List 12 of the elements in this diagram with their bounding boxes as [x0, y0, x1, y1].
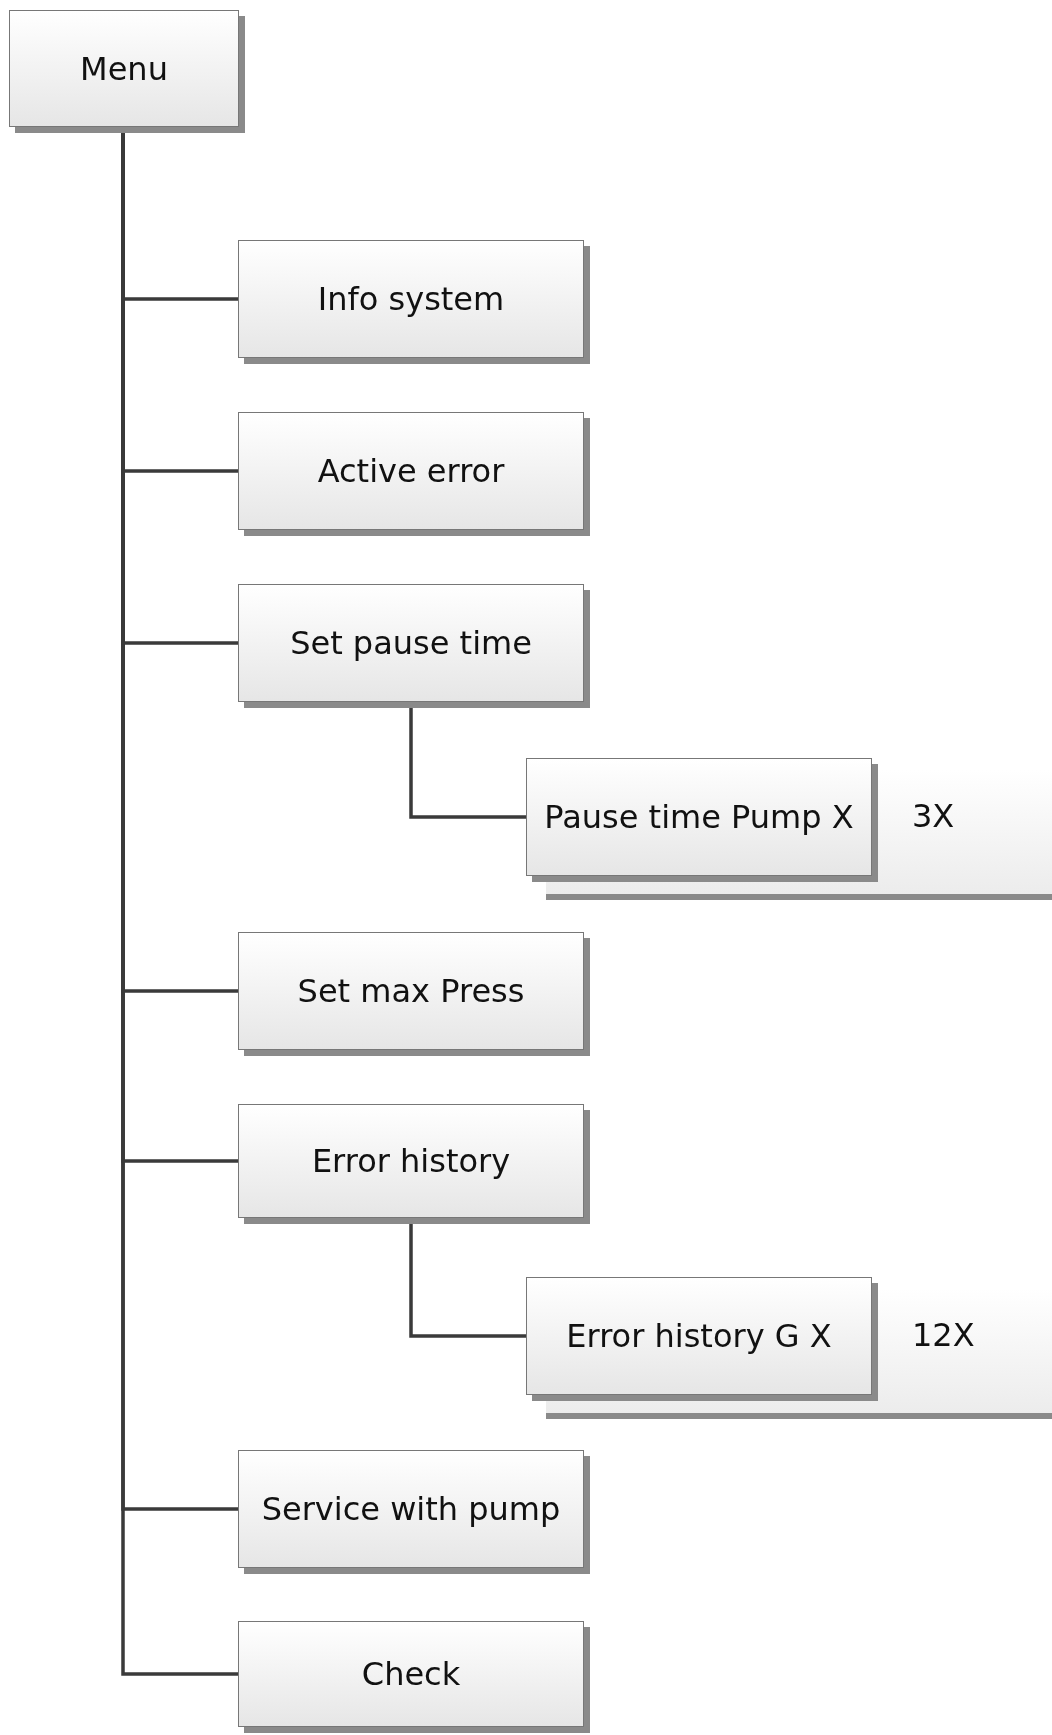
- menu-item-label: Error history: [311, 1142, 511, 1180]
- menu-item-label: Set max Press: [297, 972, 525, 1010]
- menu-item-label: Service with pump: [261, 1490, 561, 1528]
- menu-item-label: Check: [361, 1655, 461, 1693]
- repeat-count: 12X: [912, 1316, 975, 1354]
- menu-item-label: Info system: [317, 280, 505, 318]
- menu-item-label: Menu: [80, 49, 168, 88]
- repeat-count: 3X: [912, 797, 955, 835]
- menu-item-label: Active error: [317, 452, 505, 490]
- menu-item-label: Error history G X: [566, 1317, 832, 1355]
- menu-item-label: Pause time Pump X: [544, 798, 854, 836]
- menu-item-label: Set pause time: [290, 624, 532, 662]
